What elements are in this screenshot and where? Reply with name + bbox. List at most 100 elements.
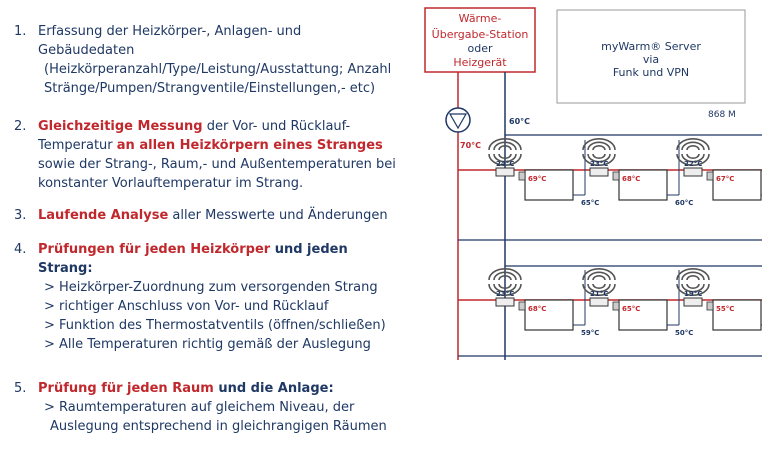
list-text: konstanter Vorlauftemperatur im Strang.: [38, 176, 304, 191]
signal-wave: [686, 145, 700, 151]
list-line: Prüfungen für jeden Heizkörper und jeden: [38, 240, 424, 259]
thermostat-valve-icon: [706, 171, 714, 181]
list-text: an allen Heizkörpern eines Stranges: [116, 138, 383, 153]
list-line: Gebäudedaten: [38, 41, 424, 60]
signal-wave: [676, 268, 710, 281]
signal-wave: [681, 283, 705, 293]
supply-temp: 68°C: [528, 305, 546, 313]
radiator: [524, 169, 574, 201]
signal-wave: [686, 283, 700, 289]
supply-temp: 68°C: [622, 175, 640, 183]
list-line: Gleichzeitige Messung der Vor- und Rückl…: [38, 117, 424, 136]
list-text: (Heizkörperanzahl/Type/Leistung/Ausstatt…: [44, 62, 392, 77]
list-text: > Funktion des Thermostatventils (öffnen…: [44, 318, 386, 333]
list-text: aller Messwerte und Änderungen: [168, 208, 388, 223]
supply-temp: 67°C: [716, 175, 734, 183]
list-line: > Heizkörper-Zuordnung zum versorgenden …: [44, 278, 424, 297]
list-line: Erfassung der Heizkörper-, Anlagen- und: [38, 22, 424, 41]
signal-wave: [587, 283, 611, 293]
signal-wave: [582, 283, 616, 296]
signal-wave: [681, 271, 705, 281]
signal-wave: [582, 138, 616, 151]
room-sensor-icon: [589, 167, 609, 177]
signal-wave: [488, 153, 522, 166]
list-line: Stränge/Pumpen/Strangventile/Einstellung…: [44, 79, 424, 98]
signal-wave: [686, 275, 700, 281]
station-line-4: Heizgerät: [453, 56, 507, 69]
signal-wave: [498, 153, 512, 159]
list-number: 4.: [14, 242, 27, 257]
signal-wave: [498, 145, 512, 151]
station-line-1: Wärme-: [459, 12, 502, 25]
radiator: [524, 299, 574, 331]
list-line: > Raumtemperaturen auf gleichem Niveau, …: [44, 398, 424, 417]
list-text: Laufende Analyse: [38, 208, 169, 223]
room-sensor-icon: [683, 167, 703, 177]
thermostat-valve-icon: [612, 301, 620, 311]
thermostat-valve-icon: [612, 171, 620, 181]
signal-wave: [681, 141, 705, 151]
list-text: Gleichzeitige Messung: [38, 119, 203, 134]
room-sensor-icon: [495, 297, 515, 307]
list-text: > Alle Temperaturen richtig gemäß der Au…: [44, 337, 371, 352]
signal-wave: [592, 283, 606, 289]
signal-wave: [493, 283, 517, 293]
radiator: [618, 169, 668, 201]
station-box: [424, 7, 536, 73]
list-text: und die Anlage:: [213, 381, 334, 396]
thermostat-valve-icon: [706, 301, 714, 311]
pump-temp: 70°C: [460, 141, 481, 150]
list-text: > Heizkörper-Zuordnung zum versorgenden …: [44, 280, 378, 295]
list-text: > richtiger Anschluss von Vor- und Rückl…: [44, 299, 329, 314]
list-text: der Vor- und Rücklauf-: [202, 119, 351, 134]
requirements-list: 1. Erfassung der Heizkörper-, Anlagen- un…: [14, 24, 396, 434]
list-line: Temperatur an allen Heizkörpern eines St…: [38, 136, 424, 155]
list-text: sowie der Strang-, Raum,- und Außentempe…: [38, 157, 396, 172]
list-text: Strang:: [38, 261, 93, 276]
signal-wave: [493, 271, 517, 281]
signal-wave: [488, 268, 522, 281]
list-line: Strang:: [38, 259, 424, 278]
supply-temp: 55°C: [716, 305, 734, 313]
list-line: > Funktion des Thermostatventils (öffnen…: [44, 316, 424, 335]
supply-temp: 69°C: [528, 175, 546, 183]
signal-wave: [587, 153, 611, 163]
radiator: [712, 299, 762, 331]
list-line: Auslegung entsprechend in gleichrangigen…: [50, 417, 424, 436]
list-text: Stränge/Pumpen/Strangventile/Einstellung…: [44, 81, 376, 96]
thermostat-valve-icon: [518, 301, 526, 311]
signal-wave: [676, 138, 710, 151]
signal-wave: [582, 268, 616, 281]
list-line: konstanter Vorlauftemperatur im Strang.: [38, 174, 424, 193]
radiator: [618, 299, 668, 331]
list-number: 2.: [14, 119, 27, 134]
room-sensor-icon: [589, 297, 609, 307]
station-line-2: Übergabe-Station: [432, 28, 529, 41]
signal-wave: [676, 283, 710, 296]
signal-wave: [592, 153, 606, 159]
heating-system-diagram: Wärme- Übergabe-Station oder Heizgerät m…: [424, 7, 762, 360]
server-box: [556, 9, 746, 104]
list-line: sowie der Strang-, Raum,- und Außentempe…: [38, 155, 424, 174]
signal-wave: [488, 138, 522, 151]
signal-wave: [587, 271, 611, 281]
list-number: 1.: [14, 24, 27, 39]
return-temp: 59°C: [581, 329, 599, 337]
list-text: Prüfung für jeden Raum: [38, 381, 214, 396]
list-line: (Heizkörperanzahl/Type/Leistung/Ausstatt…: [44, 60, 424, 79]
signal-wave: [587, 141, 611, 151]
supply-pipe-temp: 60°C: [509, 117, 530, 126]
signal-wave: [592, 275, 606, 281]
server-line-3: Funk und VPN: [613, 66, 689, 79]
list-number: 3.: [14, 208, 27, 223]
room-temp: 23°C: [590, 160, 608, 168]
list-line: > Alle Temperaturen richtig gemäß der Au…: [44, 335, 424, 354]
list-text: Prüfungen für jeden Heizkörper: [38, 242, 271, 257]
room-temp: 23°C: [496, 290, 514, 298]
list-line: Laufende Analyse aller Messwerte und Änd…: [38, 206, 424, 225]
list-line: Prüfung für jeden Raum und die Anlage:: [38, 379, 424, 398]
list-text: Erfassung der Heizkörper-, Anlagen- und: [38, 24, 302, 39]
list-text: > Raumtemperaturen auf gleichem Niveau, …: [44, 400, 355, 415]
thermostat-valve-icon: [518, 171, 526, 181]
supply-temp: 65°C: [622, 305, 640, 313]
